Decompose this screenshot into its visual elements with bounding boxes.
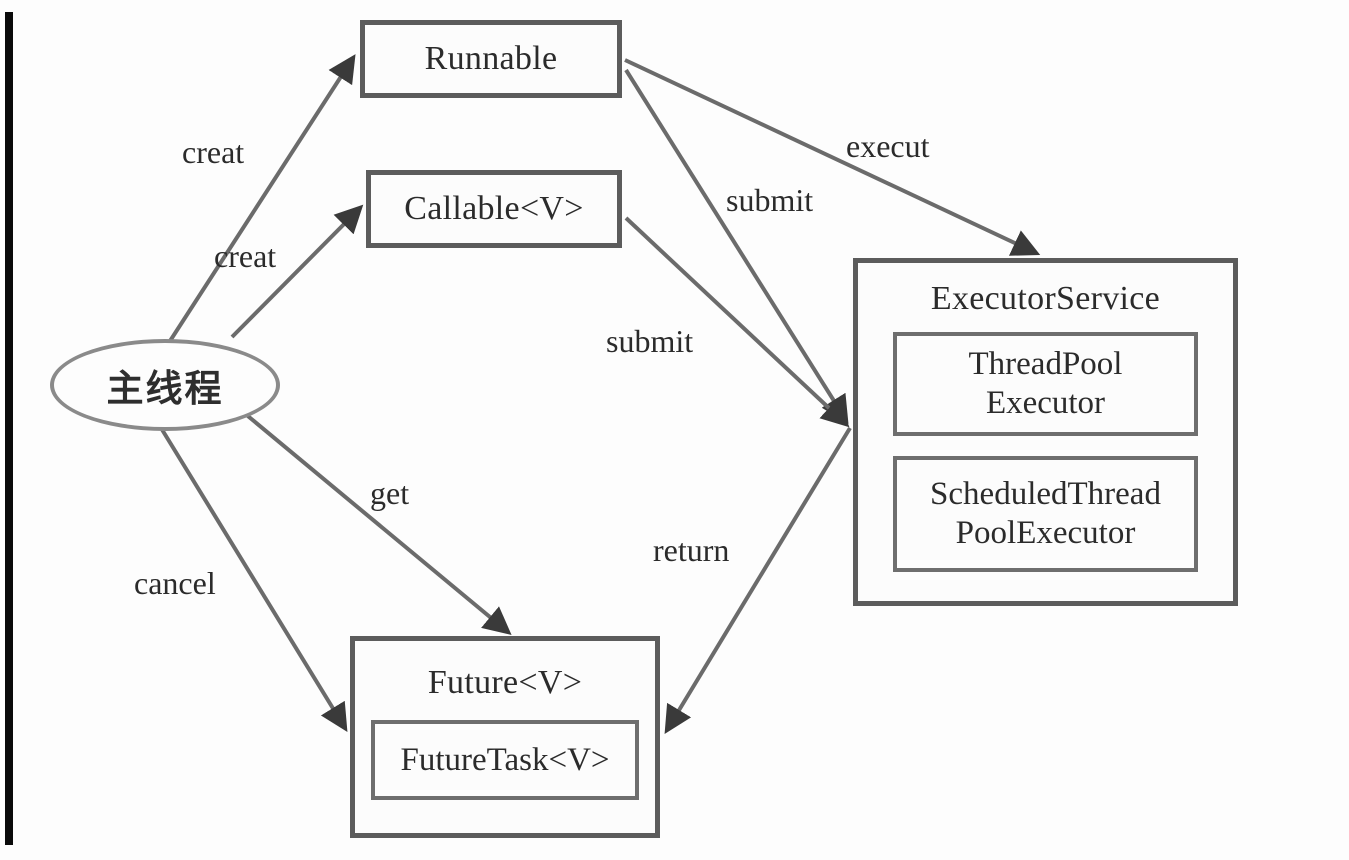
node-executor-service-label: ExecutorService	[930, 280, 1161, 317]
node-scheduled-thread-pool-executor[interactable]: ScheduledThread PoolExecutor	[893, 456, 1198, 573]
node-executor-service[interactable]: ExecutorService ThreadPool Executor Sche…	[853, 258, 1238, 606]
node-callable[interactable]: Callable<V>	[366, 170, 622, 248]
node-runnable[interactable]: Runnable	[360, 20, 622, 98]
edge-line-submit-runnable	[624, 68, 849, 424]
node-thread-pool-executor[interactable]: ThreadPool Executor	[893, 332, 1198, 437]
edge-label-cancel: cancel	[134, 565, 216, 601]
node-thread-pool-executor-line1: ThreadPool	[968, 346, 1123, 383]
node-main-thread[interactable]: 主线程	[50, 339, 280, 431]
edge-line-creat-callable	[230, 204, 364, 339]
left-edge-bar	[5, 12, 13, 845]
edge-line-execut	[624, 58, 1041, 256]
edge-line-return	[664, 426, 852, 734]
edge-label-submit-runnable: submit	[726, 182, 814, 218]
edge-label-submit-callable: submit	[606, 323, 694, 359]
node-runnable-label: Runnable	[424, 40, 558, 78]
edge-line-get	[241, 410, 512, 635]
node-scheduled-thread-pool-executor-line2: PoolExecutor	[955, 515, 1136, 552]
node-future-task[interactable]: FutureTask<V>	[371, 720, 639, 801]
edge-label-creat-callable: creat	[214, 238, 277, 274]
edge-line-creat-runnable	[168, 54, 356, 343]
edge-label-creat-runnable: creat	[182, 134, 245, 170]
node-callable-label: Callable<V>	[404, 190, 584, 228]
node-future[interactable]: Future<V> FutureTask<V>	[350, 636, 660, 838]
edge-line-submit-callable	[624, 216, 850, 428]
edge-label-return: return	[653, 532, 730, 568]
node-future-task-label: FutureTask<V>	[400, 741, 610, 778]
edge-label-get: get	[370, 475, 410, 511]
node-future-label: Future<V>	[427, 664, 583, 701]
edge-label-execut: execut	[846, 128, 930, 164]
node-scheduled-thread-pool-executor-line1: ScheduledThread	[930, 476, 1161, 513]
node-main-thread-label: 主线程	[106, 367, 224, 410]
edge-line-cancel	[156, 421, 348, 732]
node-thread-pool-executor-line2: Executor	[985, 385, 1106, 422]
